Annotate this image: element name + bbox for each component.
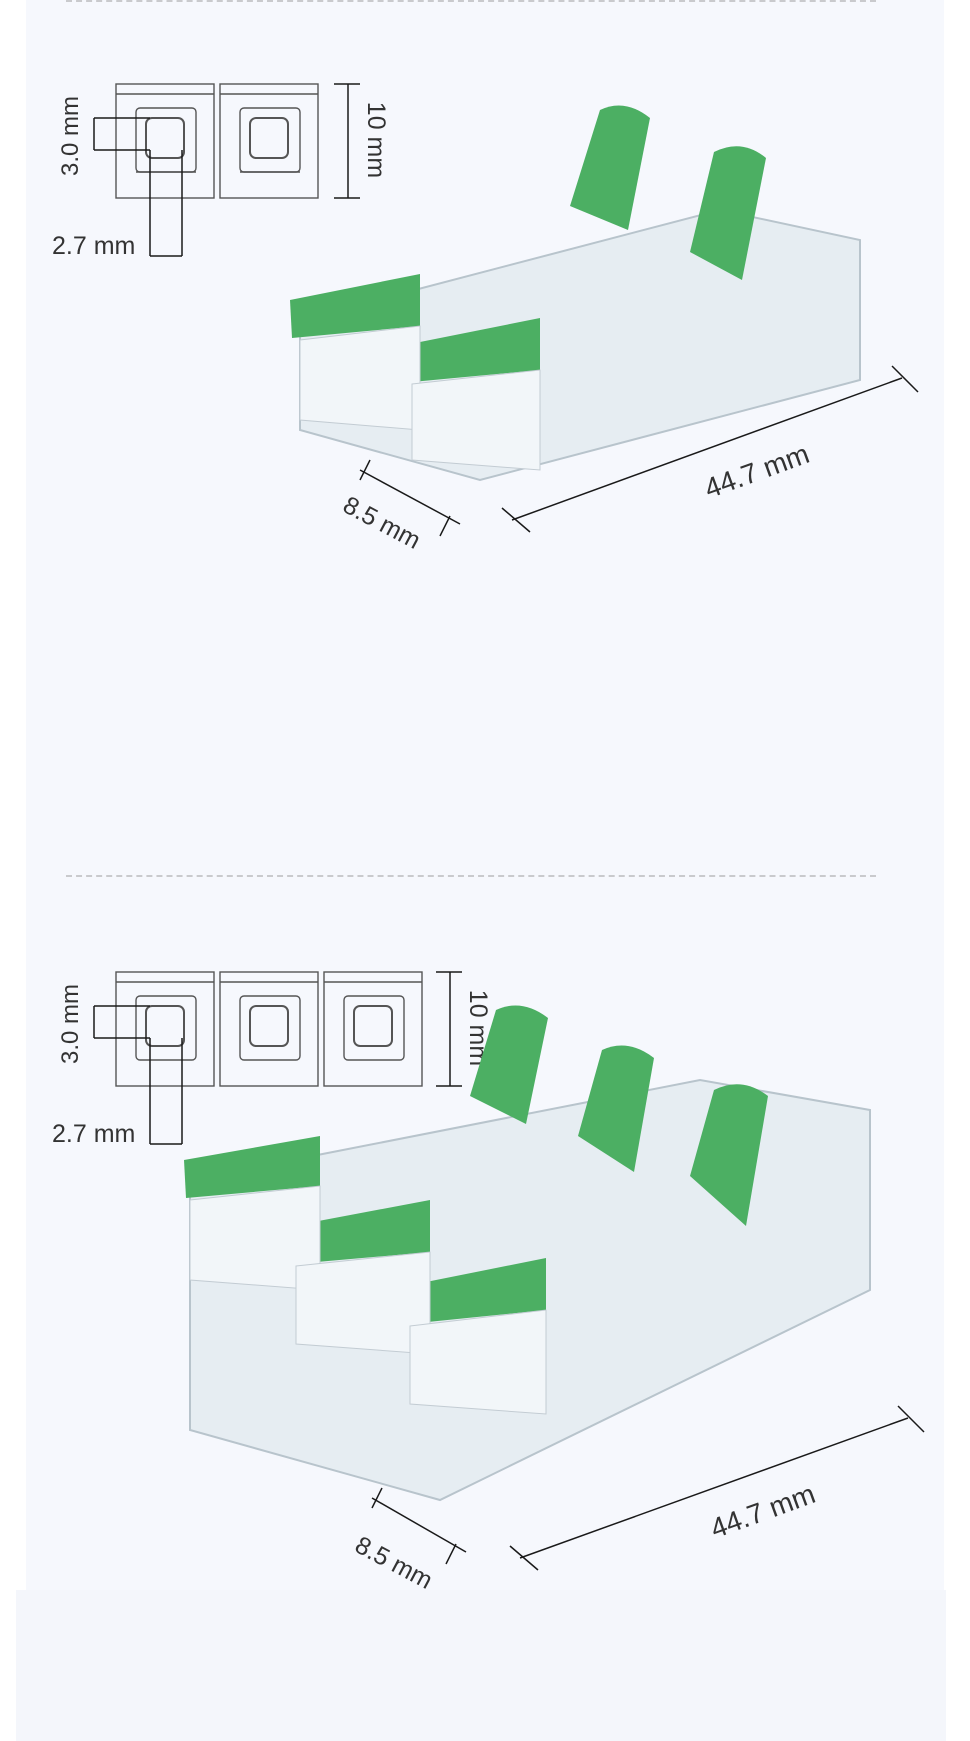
divider-top xyxy=(66,0,876,2)
length-label: 44.7 mm xyxy=(706,1478,819,1544)
lower-panel xyxy=(16,1590,946,1741)
section-two-way: 3.0 mm 2.7 mm 10 mm 8.5 mm 44.7 mm xyxy=(0,0,970,560)
pole-width-label: 8.5 mm xyxy=(338,491,425,555)
connector-illustration-three-way xyxy=(184,1005,871,1502)
hole-width-label: 2.7 mm xyxy=(52,232,135,260)
hole-height-label: 3.0 mm xyxy=(57,96,84,176)
hole-height-label: 3.0 mm xyxy=(57,984,84,1064)
two-way-diagram: 3.0 mm 2.7 mm 10 mm 8.5 mm 44.7 mm xyxy=(52,83,919,555)
three-way-diagram: 3.0 mm 2.7 mm 10 mm 8.5 mm 44.7 mm xyxy=(52,971,925,1595)
section-three-way: 3.0 mm 2.7 mm 10 mm 8.5 mm 44.7 mm xyxy=(0,940,970,1595)
front-view-three-way xyxy=(115,971,423,1087)
divider-middle xyxy=(66,875,876,877)
pole-width-label: 8.5 mm xyxy=(350,1531,437,1590)
body-height-label: 10 mm xyxy=(362,102,390,178)
hole-width-label: 2.7 mm xyxy=(52,1120,135,1148)
front-view-two-way xyxy=(115,83,319,199)
length-label: 44.7 mm xyxy=(700,438,813,504)
connector-illustration-two-way xyxy=(290,105,861,482)
